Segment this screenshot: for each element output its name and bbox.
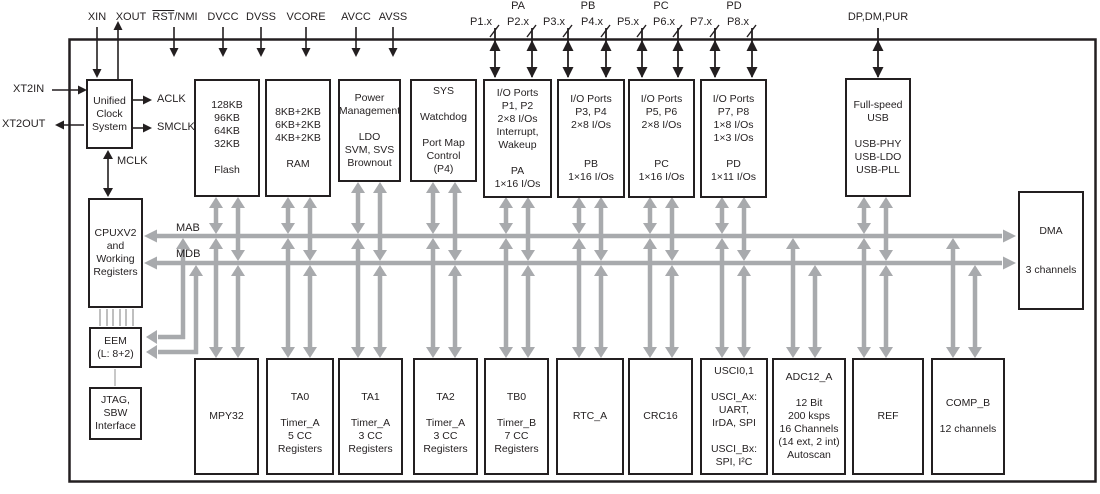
block-adc12-a: ADC12_A 12 Bit 200 ksps 16 Channels (14 … [772,358,846,475]
bus-label-mab: MAB [176,222,200,234]
block-flash: 128KB 96KB 64KB 32KB Flash [194,79,260,197]
pin-label-xt2out: XT2OUT [2,118,46,130]
pin-label-dvss: DVSS [246,11,276,23]
port-pin-p1x: P1.x [469,16,492,28]
block-ram: 8KB+2KB 6KB+2KB 4KB+2KB RAM [265,79,331,197]
block-ta0: TA0 Timer_A 5 CC Registers [266,358,334,475]
pin-label-avcc: AVCC [341,11,371,23]
clock-label-smclk: SMCLK [157,121,195,133]
port-pin-p2x: P2.x [506,16,529,28]
block-comp-b: COMP_B 12 channels [931,358,1005,475]
port-pin-p6x: P6.x [652,16,675,28]
block-rtc-a: RTC_A [556,358,624,475]
pin-label-dp-dm-pur: DP,DM,PUR [847,11,909,23]
pin-label-rst-nmi: RST/NMI [149,11,201,24]
block-ref: REF [852,358,924,475]
block-mpy32: MPY32 [194,358,259,475]
pin-label-avss: AVSS [378,11,408,23]
clock-label-aclk: ACLK [157,93,186,105]
block-unified-clock-system: Unified Clock System [86,79,133,149]
port-pin-p3x: P3.x [542,16,565,28]
port-pin-p5x: P5.x [616,16,639,28]
port-pin-p8x: P8.x [726,16,749,28]
block-dma: DMA 3 channels [1018,191,1084,310]
port-group-pb: PB [580,0,596,12]
port-pin-p7x: P7.x [689,16,712,28]
block-jtag-sbw: JTAG, SBW Interface [89,387,142,440]
pin-label-xout: XOUT [115,11,147,23]
pin-label-vcore: VCORE [286,11,326,23]
port-group-pa: PA [511,0,525,12]
block-ta1: TA1 Timer_A 3 CC Registers [338,358,403,475]
nmi-suffix: /NMI [174,11,198,23]
block-tb0: TB0 Timer_B 7 CC Registers [484,358,549,475]
block-eem: EEM (L: 8+2) [89,327,142,368]
block-sys-watchdog: SYS Watchdog Port Map Control (P4) [410,79,477,182]
pin-label-dvcc: DVCC [207,11,239,23]
bus-label-mdb: MDB [176,248,201,260]
block-power-management: Power Management LDO SVM, SVS Brownout [338,79,401,182]
block-usci: USCI0,1 USCI_Ax: UART, IrDA, SPI USCI_Bx… [700,358,768,475]
block-ta2: TA2 Timer_A 3 CC Registers [413,358,478,475]
block-io-ports-p7-p8: I/O Ports P7, P8 1×8 I/Os 1×3 I/Os PD 1×… [700,79,767,198]
rst-overline: RST [152,11,175,23]
block-io-ports-p1-p2: I/O Ports P1, P2 2×8 I/Os Interrupt, Wak… [483,79,552,198]
pin-label-xt2in: XT2IN [13,83,45,95]
clock-label-mclk: MCLK [117,155,148,167]
block-io-ports-p3-p4: I/O Ports P3, P4 2×8 I/Os PB 1×16 I/Os [557,79,625,198]
port-pin-p4x: P4.x [580,16,603,28]
port-group-pd: PD [726,0,742,12]
block-io-ports-p5-p6: I/O Ports P5, P6 2×8 I/Os PC 1×16 I/Os [628,79,695,198]
block-cpu: CPUXV2 and Working Registers [88,198,143,308]
block-crc16: CRC16 [628,358,693,475]
block-full-speed-usb: Full-speed USB USB-PHY USB-LDO USB-PLL [845,78,911,197]
chip-boundary [68,38,1097,483]
port-group-pc: PC [653,0,669,12]
pin-label-xin: XIN [87,11,107,23]
